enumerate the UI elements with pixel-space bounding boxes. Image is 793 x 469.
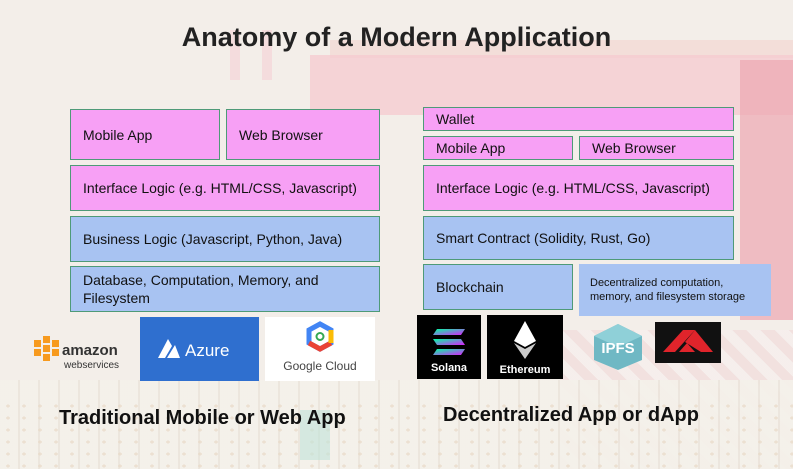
page-title: Anatomy of a Modern Application bbox=[181, 22, 612, 52]
dapp-wallet-box: Wallet bbox=[423, 107, 734, 131]
dapp-smart-contract-box: Smart Contract (Solidity, Rust, Go) bbox=[423, 216, 734, 260]
trad-database-box: Database, Computation, Memory, and Files… bbox=[70, 266, 380, 312]
solana-logo-icon: Solana bbox=[417, 315, 481, 379]
svg-text:Google Cloud: Google Cloud bbox=[283, 359, 356, 373]
svg-text:amazon: amazon bbox=[62, 342, 118, 359]
trad-business-logic-box: Business Logic (Javascript, Python, Java… bbox=[70, 216, 380, 262]
svg-text:Solana: Solana bbox=[431, 362, 468, 374]
azure-logo-icon: Azure bbox=[140, 317, 259, 381]
svg-text:IPFS: IPFS bbox=[601, 340, 634, 357]
dapp-blockchain-box: Blockchain bbox=[423, 264, 573, 310]
google-cloud-logo-icon: Google Cloud bbox=[265, 317, 375, 381]
svg-text:webservices: webservices bbox=[63, 360, 119, 371]
svg-text:Azure: Azure bbox=[185, 341, 229, 360]
dapp-mobile-app-box: Mobile App bbox=[423, 136, 573, 160]
dapp-interface-logic-box: Interface Logic (e.g. HTML/CSS, Javascri… bbox=[423, 165, 734, 211]
trad-mobile-app-box: Mobile App bbox=[70, 109, 220, 160]
svg-text:Ethereum: Ethereum bbox=[500, 364, 551, 376]
trad-interface-logic-box: Interface Logic (e.g. HTML/CSS, Javascri… bbox=[70, 165, 380, 211]
dapp-web-browser-box: Web Browser bbox=[579, 136, 734, 160]
ethereum-logo-icon: Ethereum bbox=[487, 315, 563, 379]
dapp-caption: Decentralized App or dApp bbox=[443, 404, 699, 426]
traditional-caption: Traditional Mobile or Web App bbox=[59, 407, 346, 429]
trad-web-browser-box: Web Browser bbox=[226, 109, 380, 160]
dapp-decentralized-storage-box: Decentralized computation, memory, and f… bbox=[579, 264, 771, 316]
red-chevron-logo-icon bbox=[655, 322, 721, 363]
ipfs-logo-icon: IPFS bbox=[586, 322, 650, 372]
aws-logo-icon: amazon webservices bbox=[32, 330, 132, 375]
